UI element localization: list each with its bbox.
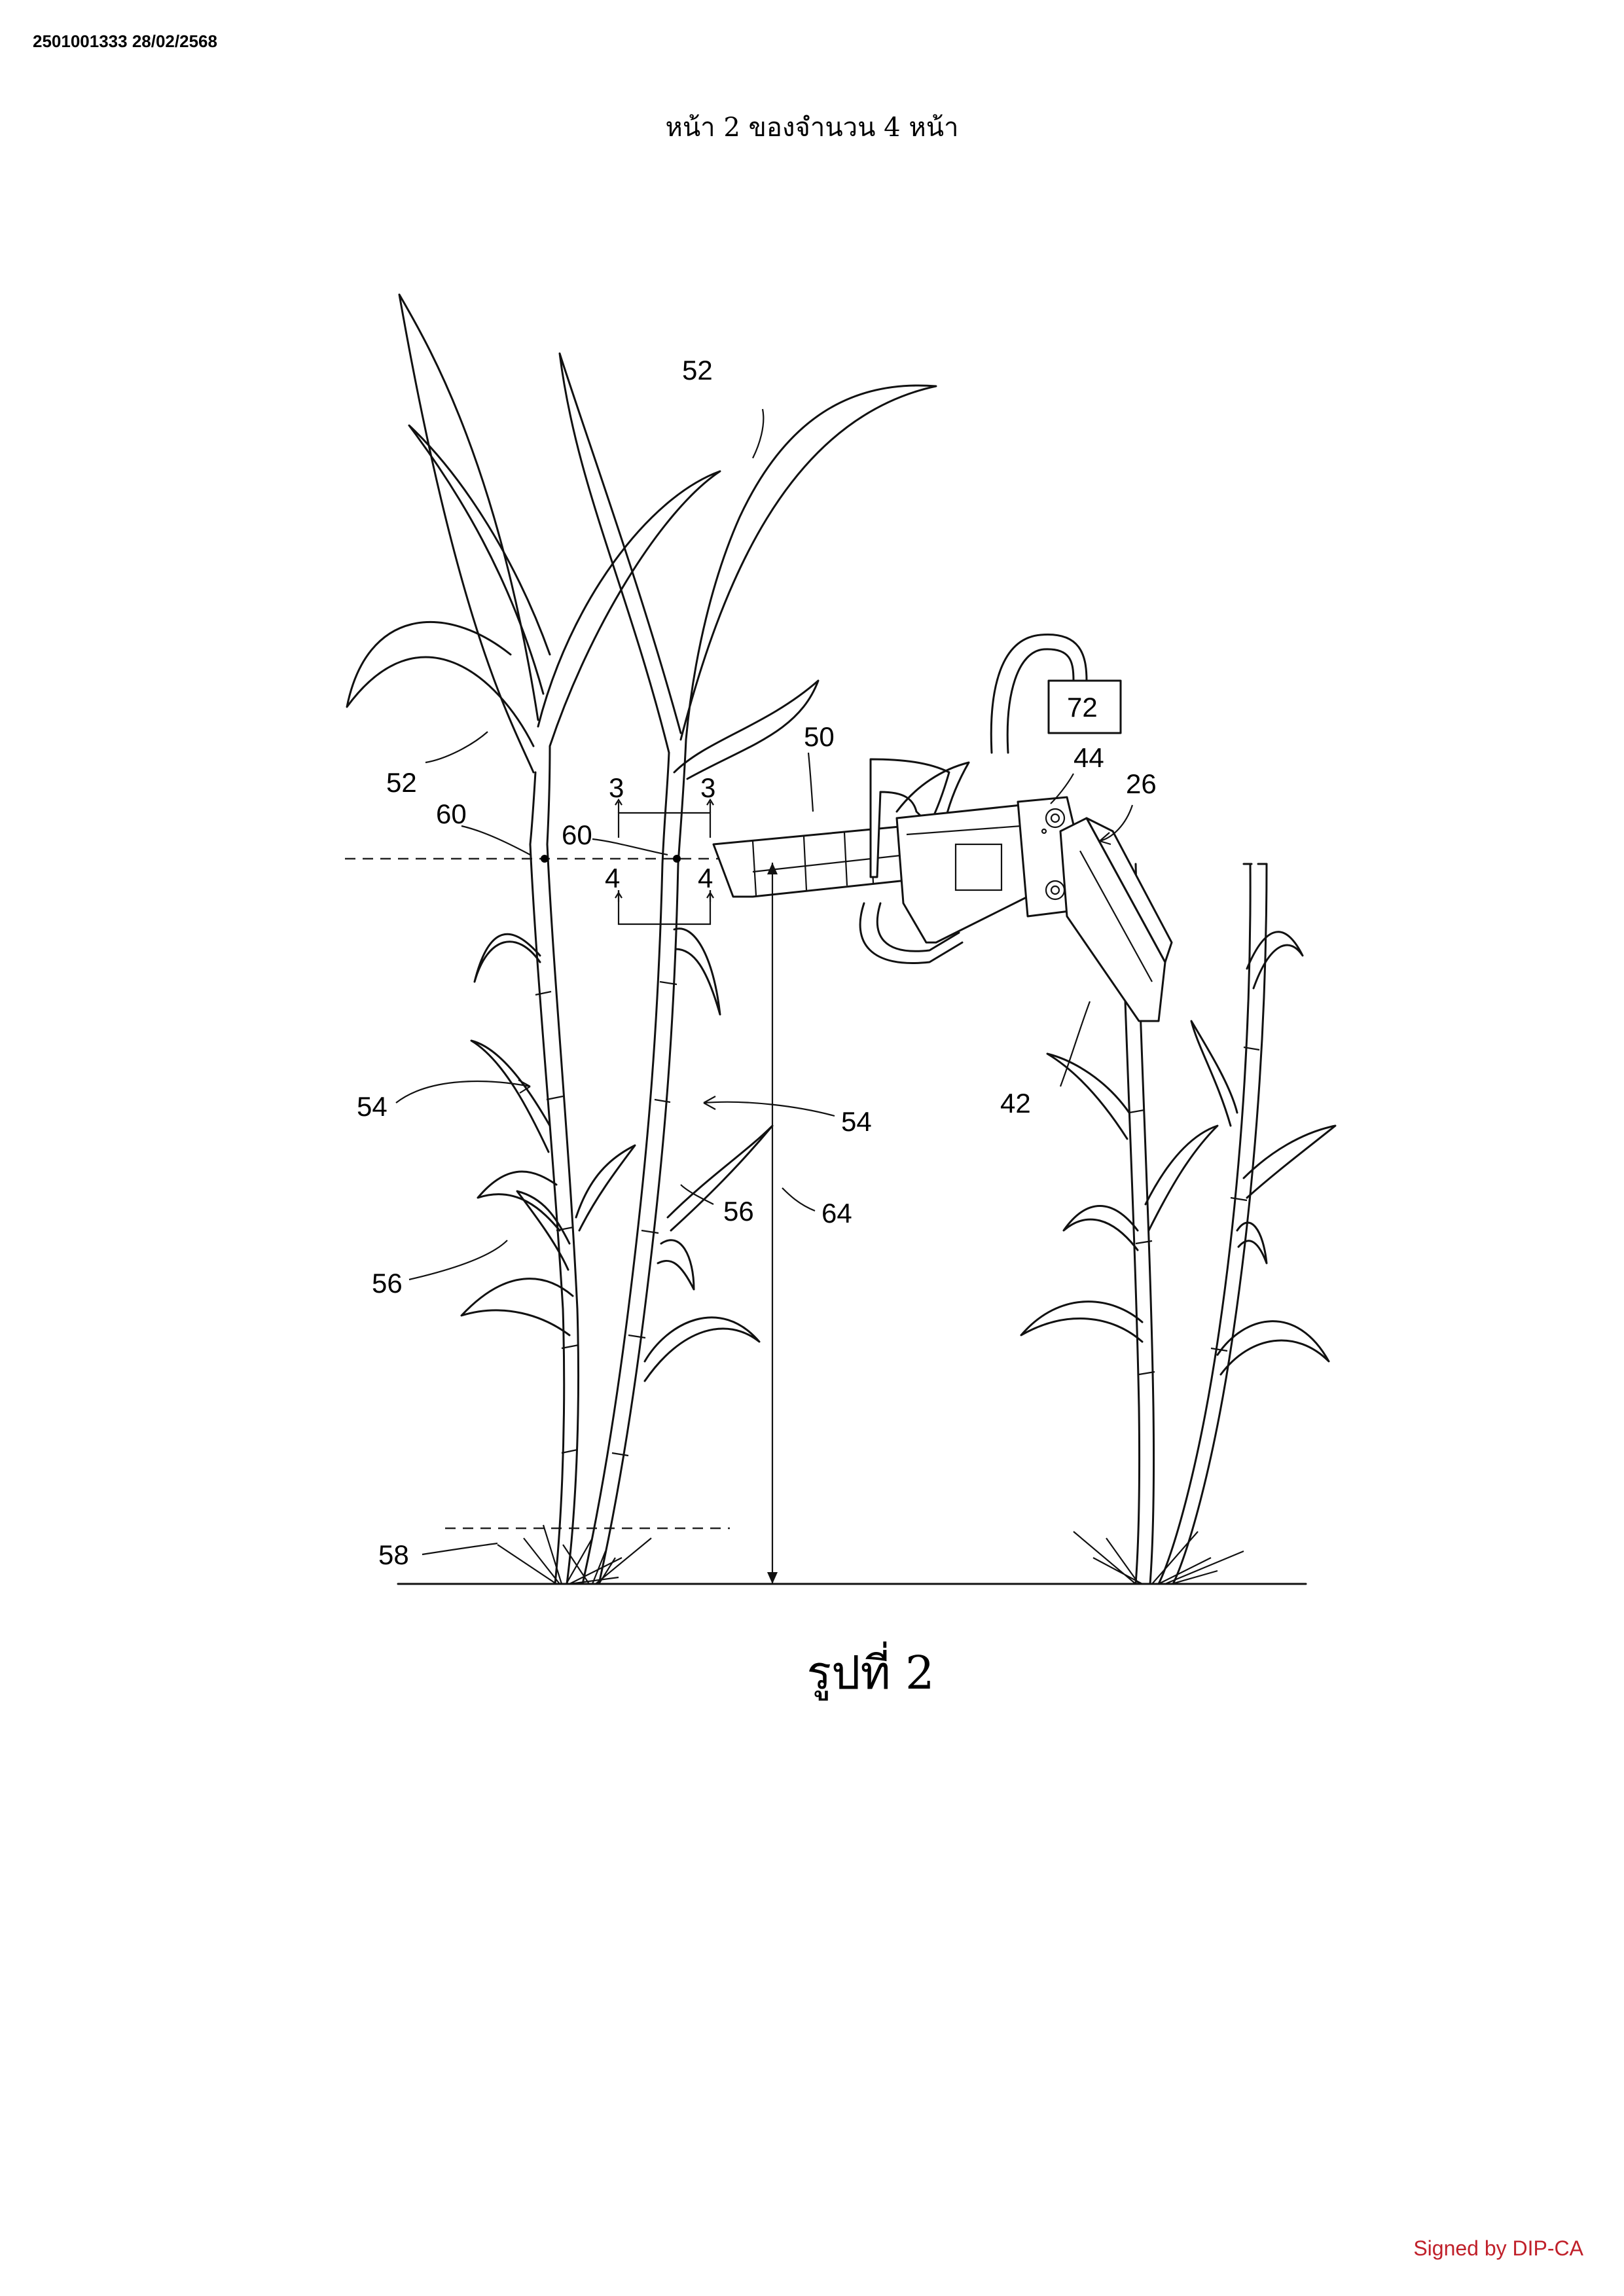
cut-point-middle — [673, 855, 681, 863]
digital-signature-note: Signed by DIP-CA — [1413, 2236, 1583, 2260]
label-52-top: 52 — [682, 355, 713, 386]
label-54-left: 54 — [357, 1091, 388, 1122]
label-52-left: 52 — [386, 767, 417, 798]
right-plants — [1020, 863, 1337, 1585]
label-44: 44 — [1074, 742, 1104, 773]
label-42: 42 — [1000, 1088, 1031, 1119]
component-box-72 — [1047, 679, 1122, 734]
label-60-left: 60 — [436, 798, 467, 829]
page-header: หน้า 2 ของจำนวน 4 หน้า — [665, 113, 959, 143]
label-4-left: 4 — [605, 863, 620, 893]
label-56-left: 56 — [372, 1268, 403, 1299]
label-3-right: 3 — [700, 772, 715, 803]
label-72: 72 — [1067, 692, 1098, 723]
label-54-right: 54 — [841, 1106, 872, 1137]
cutting-mechanism — [712, 634, 1173, 1022]
cut-point-left — [541, 855, 549, 863]
leader-lines — [395, 408, 1134, 1556]
label-56-right: 56 — [723, 1196, 754, 1227]
label-58: 58 — [378, 1539, 409, 1570]
height-dimension-64 — [767, 863, 778, 1584]
section-marker-3 — [615, 798, 714, 838]
document-id-stamp: 2501001333 28/02/2568 — [33, 31, 217, 51]
middle-plant — [558, 352, 937, 1585]
section-marker-4 — [615, 890, 714, 925]
label-4-right: 4 — [698, 863, 713, 893]
figure-caption: รูปที่ 2 — [806, 1646, 935, 1700]
left-plant — [346, 293, 721, 1585]
label-50: 50 — [804, 721, 835, 752]
label-60-middle: 60 — [562, 819, 592, 850]
label-64: 64 — [821, 1198, 852, 1229]
label-3-left: 3 — [609, 772, 624, 803]
label-26: 26 — [1126, 768, 1157, 799]
